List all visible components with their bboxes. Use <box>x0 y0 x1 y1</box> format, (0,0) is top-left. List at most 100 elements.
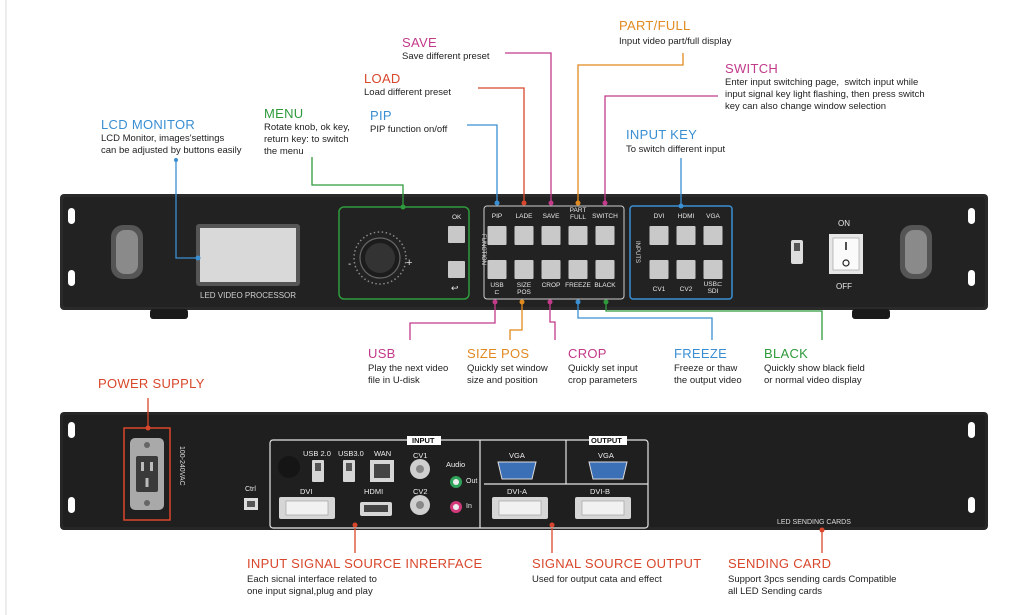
function-label-top: SWITCH <box>592 213 618 220</box>
switch-desc: Enter input switching page, switch input… <box>725 77 925 112</box>
back-button[interactable] <box>448 261 465 278</box>
rack-slot-icon <box>968 422 975 438</box>
input-label-top: VGA <box>706 213 720 220</box>
part-full-title: PART/FULL <box>619 18 691 33</box>
input-label-top: DVI <box>653 213 665 220</box>
back-icon: ↩ <box>451 283 459 293</box>
vga-input-port[interactable] <box>497 461 537 480</box>
power-supply-title: POWER SUPPLY <box>98 376 205 391</box>
function-label-top: LADE <box>515 213 533 220</box>
inputs-tag: INPUTS <box>634 241 640 264</box>
switch-title: SWITCH <box>725 61 779 76</box>
function-label-top: PIP <box>491 213 503 220</box>
menu-desc: Rotate knob, ok key, return key: to swit… <box>264 122 350 157</box>
output-box-label: OUTPUT <box>591 436 622 445</box>
leader-dots <box>145 158 825 533</box>
function-label-bottom: SIZE POS <box>516 282 532 296</box>
part-full-desc: Input video part/full display <box>619 36 732 47</box>
power-off-label: OFF <box>836 282 852 291</box>
load-desc: Load different preset <box>364 87 451 98</box>
function-key-size-pos[interactable] <box>514 260 534 279</box>
dvi-label: DVI <box>300 487 313 496</box>
input-key-usb-sdi[interactable] <box>703 260 723 279</box>
vga-in-label: VGA <box>509 451 525 460</box>
sending-card-title: SENDING CARD <box>728 556 832 571</box>
input-key-cv2[interactable] <box>676 260 696 279</box>
freeze-title: FREEZE <box>674 346 728 361</box>
function-key-crop[interactable] <box>541 260 561 279</box>
function-label-top: SAVE <box>542 213 560 220</box>
input-label-bottom: USB⊏ SDI <box>703 281 723 295</box>
crop-desc: Quickly set input crop parameters <box>568 363 638 386</box>
input-box-label: INPUT <box>412 436 435 445</box>
vga-output-port[interactable] <box>588 461 628 480</box>
sending-card-desc: Support 3pcs sending cards Compatible al… <box>728 574 897 597</box>
knob-dial-ring <box>353 231 407 285</box>
knob-minus-label: - <box>348 259 352 270</box>
input-key-dvi[interactable] <box>649 226 669 245</box>
voltage-label: 100-240VAC <box>178 446 185 486</box>
rack-slot-icon <box>68 422 75 438</box>
crop-title: CROP <box>568 346 607 361</box>
wan-label: WAN <box>374 449 392 458</box>
leader-lines <box>147 52 823 553</box>
function-key-lade[interactable] <box>514 226 534 245</box>
usb-title: USB <box>368 346 396 361</box>
front-panel <box>60 194 988 319</box>
function-key-save[interactable] <box>541 226 561 245</box>
cv1-label: CV1 <box>413 451 428 460</box>
usb3-label: USB3.0 <box>338 449 364 458</box>
function-key-freeze[interactable] <box>568 260 588 279</box>
rack-slot-icon <box>68 497 75 513</box>
black-title: BLACK <box>764 346 809 361</box>
input-label-bottom: CV2 <box>679 286 693 293</box>
load-title: LOAD <box>364 71 401 86</box>
function-tag: FUNCTION <box>480 234 486 265</box>
function-label-bottom: USB ⊏ <box>490 282 504 296</box>
save-title: SAVE <box>402 35 437 50</box>
knob-plus-label: + <box>406 257 413 269</box>
input-key-desc: To switch different input <box>626 144 726 155</box>
function-key-black[interactable] <box>595 260 615 279</box>
ctrl-label: Ctrl <box>245 486 256 493</box>
usb-desc: Play the next video file in U-disk <box>368 363 449 386</box>
function-key-part-full[interactable] <box>568 226 588 245</box>
dvi-a-label: DVI-A <box>507 487 528 496</box>
rack-slot-icon <box>68 270 75 286</box>
function-key-pip[interactable] <box>487 226 507 245</box>
menu-title: MENU <box>264 106 304 121</box>
function-label-bottom: BLACK <box>594 282 616 289</box>
function-label-top: PART FULL <box>569 207 587 221</box>
rack-slot-icon <box>968 497 975 513</box>
input-key-title: INPUT KEY <box>626 127 698 142</box>
input-signal-desc: Each sicnal interface related to one inp… <box>247 574 377 597</box>
cv2-label: CV2 <box>413 487 428 496</box>
ok-label: OK <box>452 214 462 221</box>
input-key-vga[interactable] <box>703 226 723 245</box>
input-signal-title: INPUT SIGNAL SOURCE INRERFACE <box>247 556 483 571</box>
black-desc: Quickly show black field or normal video… <box>764 363 865 386</box>
input-label-bottom: CV1 <box>652 286 666 293</box>
lcd-monitor-desc: LCD Monitor, images'settings can be adju… <box>101 133 242 156</box>
function-key-switch[interactable] <box>595 226 615 245</box>
function-label-bottom: FREEZE <box>565 282 591 289</box>
brand-label: LED VIDEO PROCESSOR <box>200 291 297 300</box>
rear-panel <box>60 412 988 530</box>
input-key-hdmi[interactable] <box>676 226 696 245</box>
power-on-label: ON <box>838 219 850 228</box>
freeze-desc: Freeze or thaw the output video <box>674 363 742 386</box>
input-key-cv1[interactable] <box>649 260 669 279</box>
save-desc: Save different preset <box>402 51 490 62</box>
dvi-b-label: DVI-B <box>590 487 611 496</box>
hdmi-label: HDMI <box>364 487 384 496</box>
ok-button[interactable] <box>448 226 465 243</box>
vga-out-label: VGA <box>598 451 614 460</box>
audio-label: Audio <box>446 460 466 469</box>
signal-output-desc: Used for output cata and effect <box>532 574 662 585</box>
function-label-bottom: CROP <box>541 282 561 289</box>
function-key-usb[interactable] <box>487 260 507 279</box>
rack-slot-icon <box>968 208 975 224</box>
pip-desc: PIP function on/off <box>370 124 448 135</box>
rack-slot-icon <box>68 208 75 224</box>
